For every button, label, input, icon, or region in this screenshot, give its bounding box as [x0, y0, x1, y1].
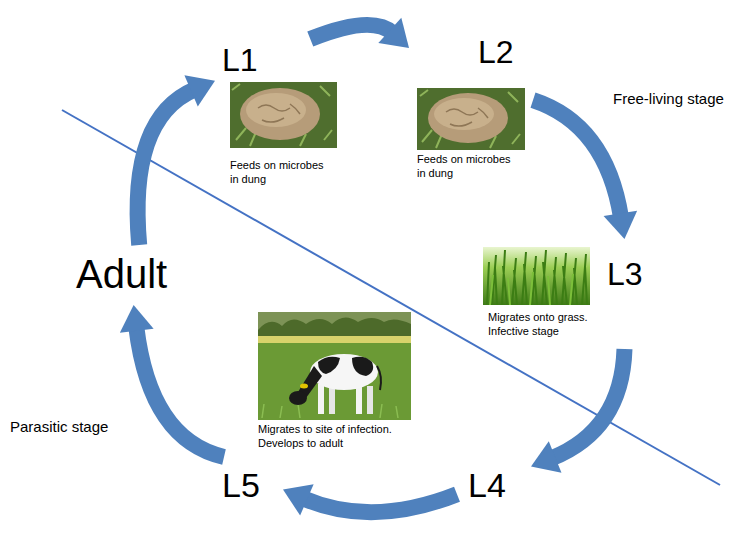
arrow-head — [604, 211, 638, 239]
cycle-arrow — [310, 18, 409, 48]
stage-heading: L2 — [478, 36, 514, 68]
cycle-arrow — [138, 75, 215, 245]
arrow-head — [120, 305, 154, 333]
arrow-head — [531, 441, 561, 473]
stage-caption: Feeds on microbes in dung — [230, 158, 330, 187]
cycle-arrow — [531, 349, 624, 473]
arrow-shaft — [136, 327, 224, 457]
arrow-head — [184, 75, 215, 106]
dung-photo — [417, 88, 525, 150]
arrow-head — [378, 18, 409, 48]
divider-line — [62, 110, 720, 485]
host-node: Migrates to site of infection. Develops … — [255, 310, 415, 455]
calf-photo — [258, 312, 411, 420]
stage-heading: L3 — [607, 258, 643, 290]
arrow-head — [283, 484, 314, 515]
stage-heading: L1 — [222, 44, 258, 76]
stage-node: L2Feeds on microbes in dung — [414, 36, 528, 185]
arrow-shaft — [303, 494, 457, 512]
arrow-shaft — [551, 349, 624, 458]
stage-node: L3Migrates onto grass. Infective stage — [480, 244, 652, 344]
stage-node: Adult — [72, 250, 184, 300]
stage-caption: Migrates to site of infection. Develops … — [258, 422, 408, 451]
phase-label: Free-living stage — [613, 90, 724, 108]
stage-caption: Migrates onto grass. Infective stage — [488, 310, 613, 339]
phase-label: Parasitic stage — [10, 418, 108, 436]
stage-heading: Adult — [76, 254, 167, 294]
cycle-arrow — [533, 100, 637, 239]
arrow-shaft — [138, 89, 195, 245]
stage-heading: L5 — [222, 468, 260, 502]
grass-photo — [483, 247, 590, 305]
dung-photo — [230, 82, 337, 148]
cycle-arrow — [120, 305, 224, 457]
arrow-shaft — [533, 100, 621, 217]
stage-node: L5 — [218, 462, 278, 508]
cycle-arrow — [283, 484, 457, 515]
arrow-shaft — [310, 25, 393, 39]
stage-node: L1Feeds on microbes in dung — [220, 44, 342, 191]
stage-caption: Feeds on microbes in dung — [417, 152, 517, 181]
stage-heading: L4 — [468, 468, 506, 502]
stage-node: L4 — [462, 462, 526, 508]
